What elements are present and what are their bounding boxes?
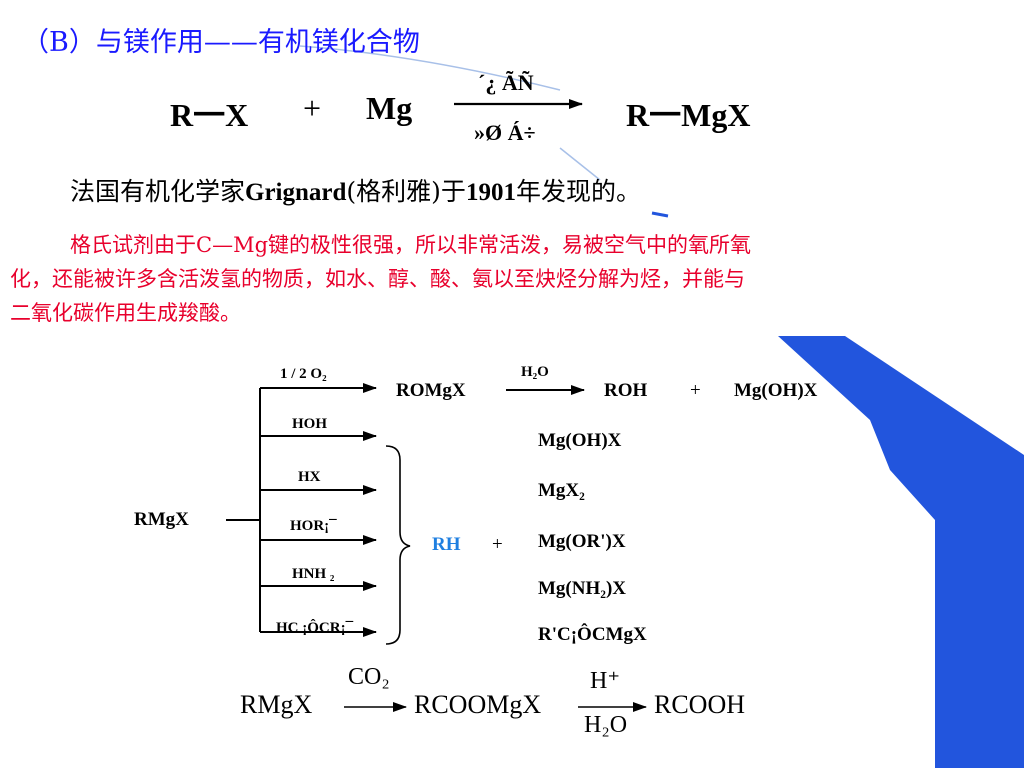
plus-sign: + bbox=[690, 380, 701, 401]
co2-reactant: RMgX bbox=[240, 690, 313, 719]
intro-text: 法国有机化学家Grignard(格利雅)于1901年发现的。 bbox=[70, 177, 641, 206]
co2-label: CO₂ bbox=[348, 664, 390, 690]
side-product-3: Mg(OR')X bbox=[538, 531, 626, 552]
roh-product: ROH bbox=[604, 380, 648, 401]
co2-product: RCOOH bbox=[654, 690, 746, 719]
equation-product: R一MgX bbox=[626, 97, 751, 133]
blue-corner-shape bbox=[778, 336, 1024, 768]
branch-label-hor: HOR¡¯ bbox=[290, 518, 337, 534]
oxygen-product: ROMgX bbox=[396, 380, 466, 401]
branch-label-hx: HX bbox=[298, 469, 321, 485]
side-product-1: Mg(OH)X bbox=[538, 430, 622, 451]
mg-oh-x-top: Mg(OH)X bbox=[734, 380, 818, 401]
rh-product: RH bbox=[432, 534, 461, 555]
co2-intermediate: RCOOMgX bbox=[414, 690, 542, 719]
branch-label-hnh2: HNH ₂ bbox=[292, 566, 335, 582]
plus-sign: + bbox=[492, 534, 503, 555]
side-product-4: Mg(NH₂)X bbox=[538, 578, 627, 599]
branch-label-alkyne: HC ¡ÔCR¡¯ bbox=[276, 620, 354, 636]
equation-reactant: R一X bbox=[170, 97, 249, 133]
branch-label-o2: 1 / 2 O₂ bbox=[280, 366, 327, 382]
side-product-2: MgX₂ bbox=[538, 480, 585, 501]
equation-plus: + bbox=[303, 90, 322, 126]
description-line-1: 格氏试剂由于C—Mg键的极性很强，所以非常活泼，易被空气中的氧所氧 bbox=[70, 233, 752, 257]
h-plus-label: H⁺ bbox=[590, 668, 620, 694]
scheme-reagent: RMgX bbox=[134, 509, 189, 530]
equation-condition-above: ´¿ ÃÑ bbox=[478, 70, 534, 95]
equation-mg: Mg bbox=[366, 90, 413, 126]
slide-title: （B）与镁作用——有机镁化合物 bbox=[22, 27, 420, 58]
equation-condition-below: »Ø Á÷ bbox=[474, 120, 536, 145]
description-line-2: 化，还能被许多含活泼氢的物质，如水、醇、酸、氨以至炔烃分解为烃，并能与 bbox=[10, 267, 745, 291]
h2o-label: H₂O bbox=[584, 712, 628, 738]
description-line-3: 二氧化碳作用生成羧酸。 bbox=[10, 301, 241, 325]
side-product-5: R'C¡ÔCMgX bbox=[538, 624, 647, 645]
water-label: H₂O bbox=[521, 364, 549, 380]
branch-label-hoh: HOH bbox=[292, 416, 328, 432]
